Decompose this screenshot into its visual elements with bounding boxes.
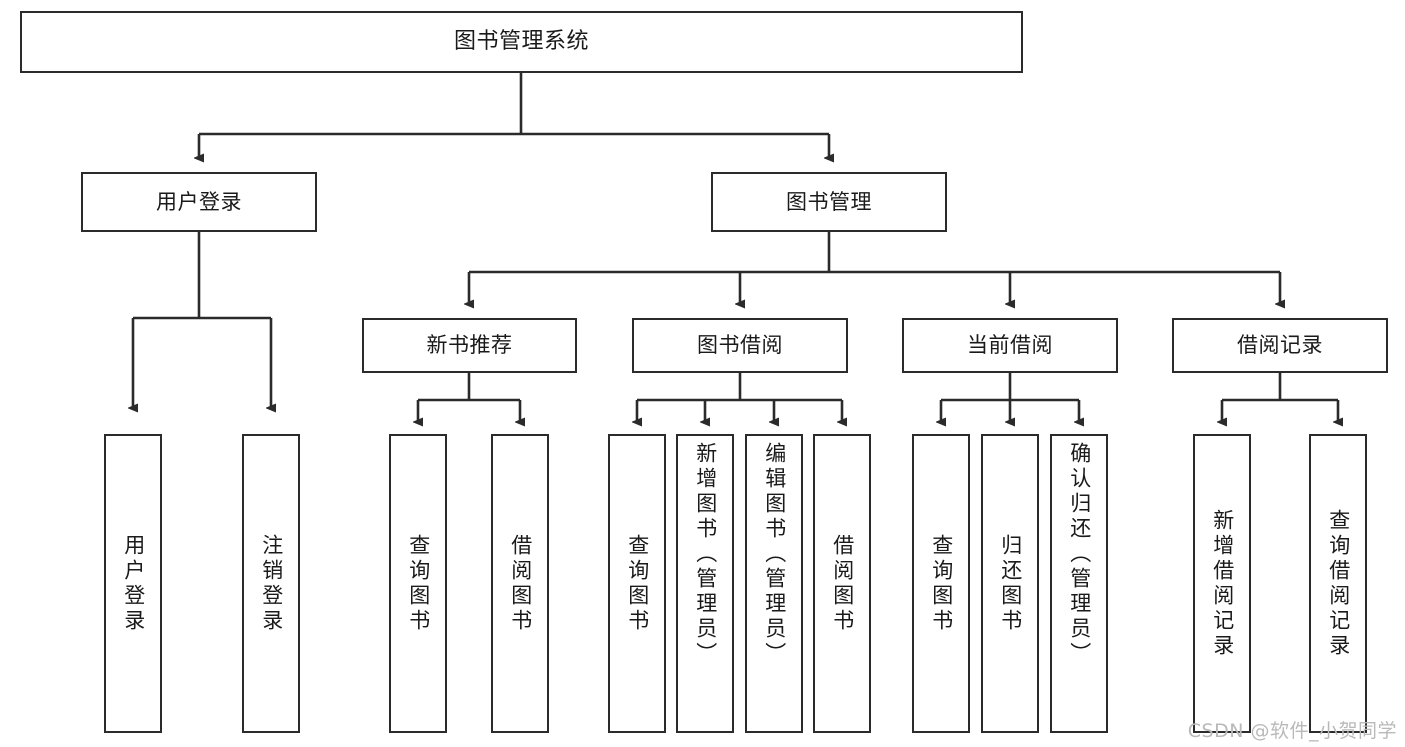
node-borrow-record-label: 借阅记录 bbox=[1237, 333, 1323, 358]
leaf-borrow-book-1[interactable]: 借阅图书 bbox=[491, 434, 549, 733]
leaf-return-book-label: 归还图书 bbox=[998, 533, 1023, 634]
leaf-return-book[interactable]: 归还图书 bbox=[981, 434, 1039, 733]
node-borrow-record[interactable]: 借阅记录 bbox=[1172, 318, 1388, 373]
leaf-user-login-label: 用户登录 bbox=[121, 533, 146, 634]
node-book-borrow-label: 图书借阅 bbox=[697, 333, 783, 358]
leaf-borrow-book-2-label: 借阅图书 bbox=[830, 533, 855, 634]
node-new-book-recommend[interactable]: 新书推荐 bbox=[362, 318, 577, 373]
leaf-query-record[interactable]: 查询借阅记录 bbox=[1309, 434, 1367, 733]
node-current-borrow[interactable]: 当前借阅 bbox=[902, 318, 1118, 373]
leaf-logout-login[interactable]: 注销登录 bbox=[242, 434, 300, 733]
leaf-query-book-1[interactable]: 查询图书 bbox=[389, 434, 447, 733]
node-user-login[interactable]: 用户登录 bbox=[81, 172, 317, 232]
node-book-manage-label: 图书管理 bbox=[786, 189, 872, 214]
node-current-borrow-label: 当前借阅 bbox=[967, 333, 1053, 358]
node-user-login-label: 用户登录 bbox=[156, 189, 242, 214]
leaf-query-book-2-label: 查询图书 bbox=[625, 533, 650, 634]
watermark: CSDN @软件_小贺同学 bbox=[1187, 720, 1397, 742]
leaf-confirm-return-label: 确认归还（管理员） bbox=[1067, 442, 1092, 667]
leaf-borrow-book-2[interactable]: 借阅图书 bbox=[813, 434, 871, 733]
node-root-label: 图书管理系统 bbox=[453, 29, 589, 55]
leaf-add-book-label: 新增图书（管理员） bbox=[693, 442, 718, 667]
leaf-query-book-2[interactable]: 查询图书 bbox=[608, 434, 666, 733]
leaf-logout-login-label: 注销登录 bbox=[259, 533, 284, 634]
leaf-edit-book[interactable]: 编辑图书（管理员） bbox=[745, 434, 803, 733]
leaf-user-login[interactable]: 用户登录 bbox=[104, 434, 162, 733]
node-book-borrow[interactable]: 图书借阅 bbox=[632, 318, 848, 373]
leaf-query-book-3-label: 查询图书 bbox=[929, 533, 954, 634]
leaf-query-record-label: 查询借阅记录 bbox=[1326, 508, 1351, 659]
leaf-query-book-1-label: 查询图书 bbox=[406, 533, 431, 634]
leaf-add-record[interactable]: 新增借阅记录 bbox=[1193, 434, 1251, 733]
leaf-borrow-book-1-label: 借阅图书 bbox=[508, 533, 533, 634]
node-new-book-recommend-label: 新书推荐 bbox=[426, 333, 513, 358]
node-book-manage[interactable]: 图书管理 bbox=[711, 172, 947, 232]
leaf-edit-book-label: 编辑图书（管理员） bbox=[762, 442, 787, 667]
leaf-add-record-label: 新增借阅记录 bbox=[1210, 508, 1235, 659]
leaf-confirm-return[interactable]: 确认归还（管理员） bbox=[1050, 434, 1108, 733]
leaf-query-book-3[interactable]: 查询图书 bbox=[912, 434, 970, 733]
node-root[interactable]: 图书管理系统 bbox=[20, 11, 1023, 73]
leaf-add-book[interactable]: 新增图书（管理员） bbox=[676, 434, 734, 733]
